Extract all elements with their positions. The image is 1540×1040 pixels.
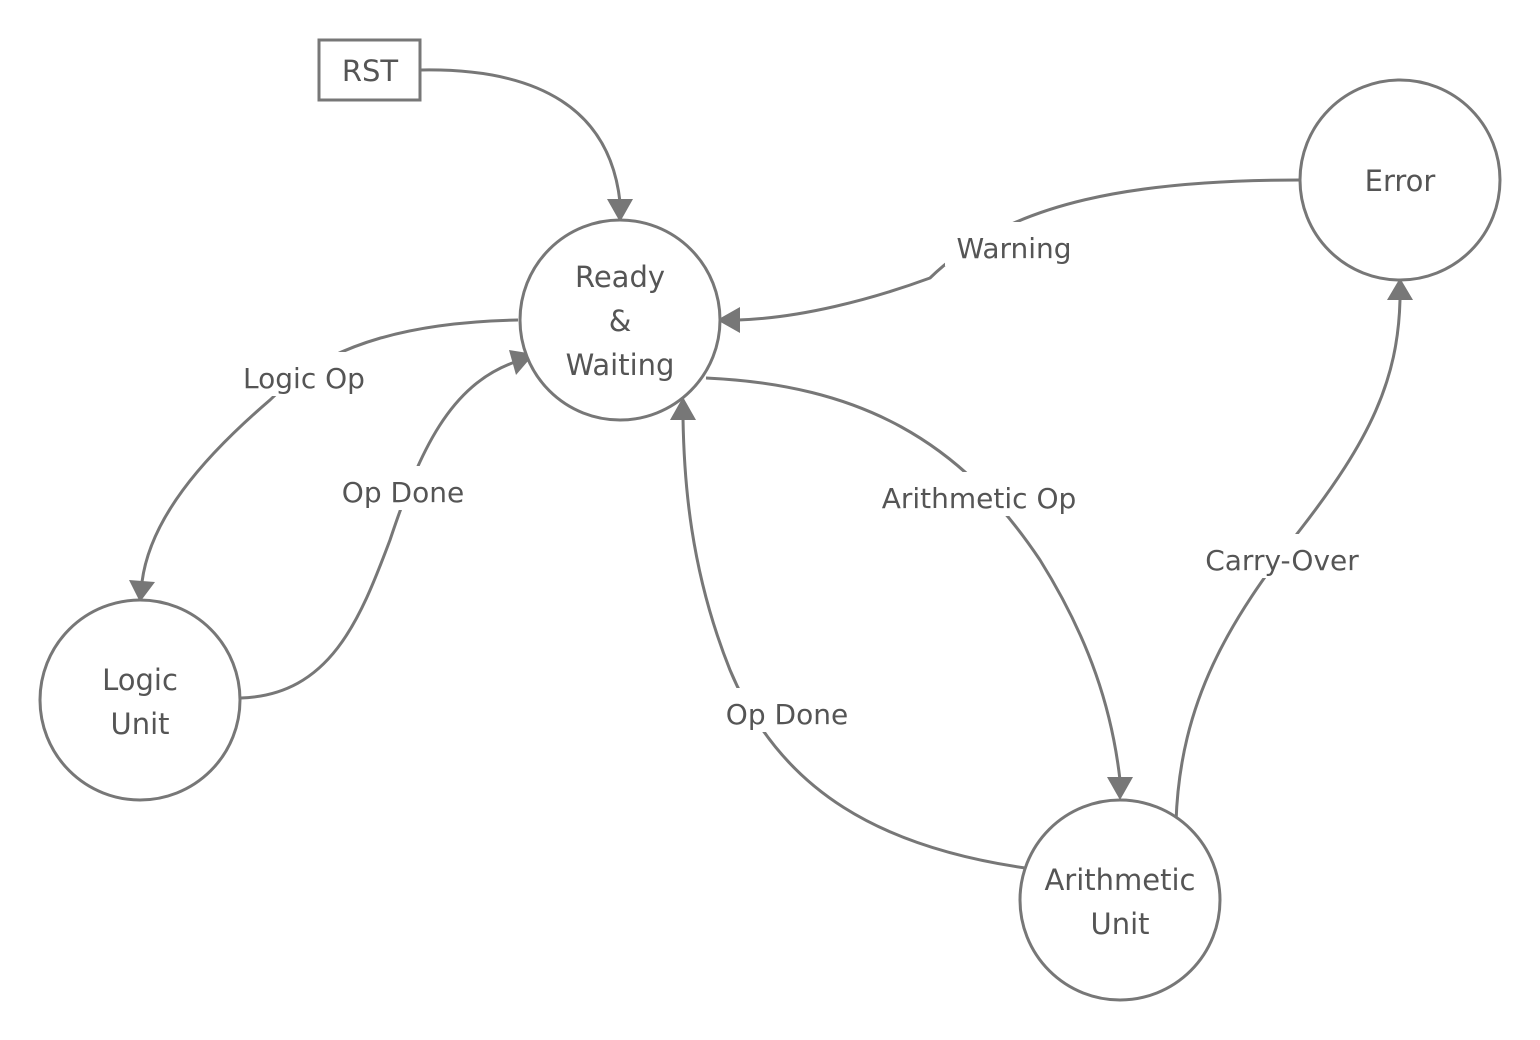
node-error-line-1: Error (1365, 164, 1436, 198)
ready-circle (518, 218, 722, 422)
label-op-done-arith: Op Done (714, 688, 860, 732)
node-arith-line-1: Arithmetic (1044, 863, 1195, 897)
label-op-done-logic: Op Done (330, 466, 476, 510)
edge-line (420, 68, 622, 203)
arrow-head (1387, 278, 1413, 300)
edge-ready-to-logic (129, 318, 519, 602)
node-logic-line-2: Unit (110, 707, 169, 741)
edge-label-arithmetic-op: Arithmetic Op (882, 482, 1077, 515)
node-logic-unit: Logic Unit (38, 598, 242, 802)
edge-label-op-done-arith: Op Done (726, 698, 848, 731)
edge-arith-to-ready (670, 397, 1041, 872)
arrow-head (129, 580, 155, 602)
edge-label-carry-over: Carry-Over (1205, 544, 1359, 577)
edge-label-op-done-logic: Op Done (342, 476, 464, 509)
node-logic-line-1: Logic (102, 663, 178, 697)
label-arithmetic-op: Arithmetic Op (872, 472, 1086, 516)
arrow-head (607, 199, 633, 222)
label-carry-over: Carry-Over (1196, 534, 1368, 578)
node-error: Error (1298, 78, 1502, 282)
edge-line (140, 318, 519, 583)
edge-arith-to-error (1174, 278, 1413, 823)
edge-label-logic-op: Logic Op (243, 362, 365, 395)
node-rst: RST (317, 38, 422, 102)
node-rst-label: RST (342, 54, 399, 88)
edge-ready-to-arith (705, 376, 1133, 800)
error-circle (1298, 78, 1502, 282)
node-ready-line-2: & (609, 304, 632, 338)
edge-line (240, 360, 516, 700)
logic-circle (38, 598, 242, 802)
arrow-head (1107, 777, 1133, 800)
node-ready-line-3: Waiting (566, 348, 675, 382)
label-logic-op: Logic Op (235, 352, 375, 396)
edge-line (1174, 299, 1402, 823)
arith-circle (1018, 798, 1222, 1002)
edge-line (705, 376, 1122, 781)
node-arith-line-2: Unit (1090, 907, 1149, 941)
label-warning: Warning (945, 222, 1085, 266)
node-arithmetic-unit: Arithmetic Unit (1018, 798, 1222, 1002)
node-ready-line-1: Ready (575, 260, 665, 294)
arrow-head (670, 397, 696, 420)
edge-line (681, 417, 1041, 872)
edge-logic-to-ready (240, 350, 534, 700)
edge-rst-to-ready (420, 68, 633, 222)
edge-label-warning: Warning (956, 232, 1071, 265)
arrow-head (717, 307, 740, 333)
node-ready-waiting: Ready & Waiting (518, 218, 722, 422)
rst-box (317, 38, 422, 102)
